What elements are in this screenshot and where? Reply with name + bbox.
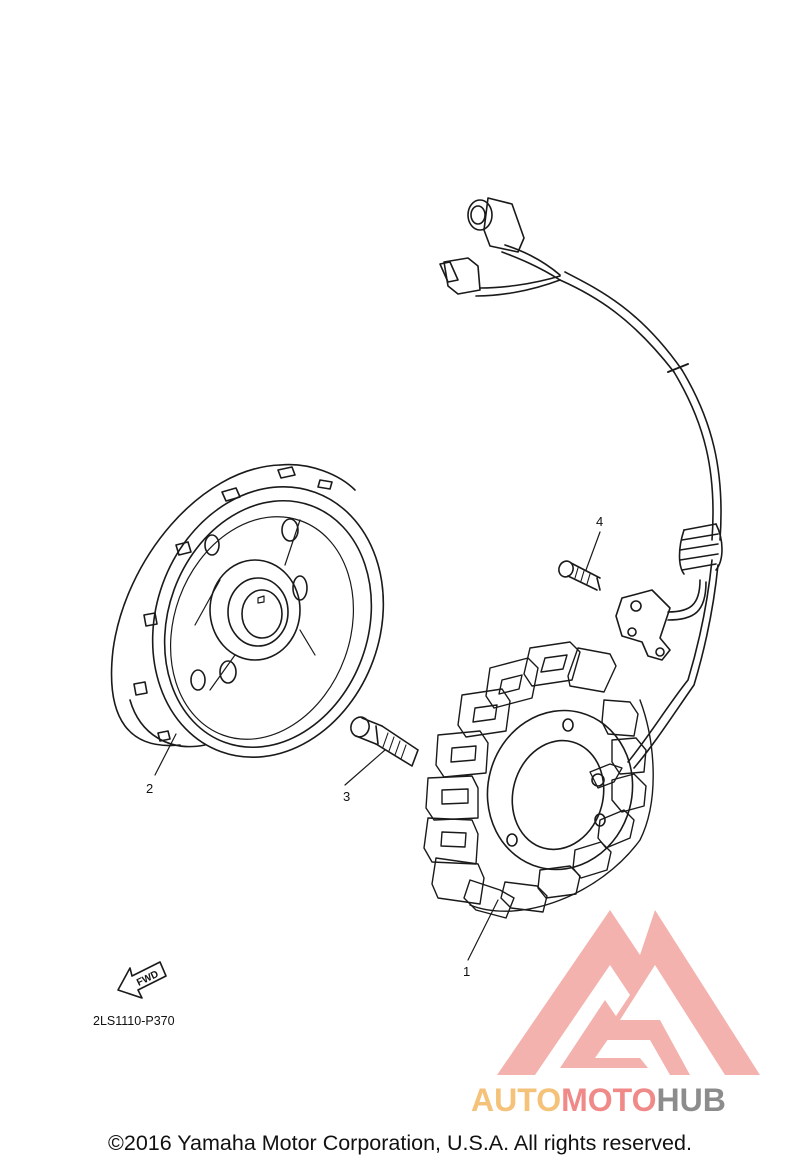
- fwd-arrow-icon: FWD: [117, 961, 167, 999]
- leader-4: [585, 531, 601, 571]
- leader-1: [467, 899, 499, 961]
- leader-lines: [154, 531, 601, 961]
- wordmark-moto: MOTO: [561, 1082, 657, 1118]
- bolt-3: [350, 716, 419, 767]
- leader-2: [154, 733, 177, 776]
- automotohub-logo: [497, 910, 760, 1075]
- pickup-coil: [615, 589, 671, 661]
- leader-3: [344, 749, 386, 786]
- callout-2: 2: [146, 781, 154, 796]
- stator-assembly: [423, 197, 723, 919]
- screw-4: [558, 560, 601, 591]
- rotor-flywheel: [110, 463, 385, 759]
- drawing-code: 2LS1110-P370: [93, 1014, 175, 1028]
- callout-4: 4: [596, 514, 604, 529]
- callout-3: 3: [343, 789, 351, 804]
- automotohub-wordmark: AUTOMOTOHUB: [471, 1084, 726, 1116]
- wordmark-auto: AUTO: [471, 1082, 562, 1118]
- callout-1: 1: [463, 964, 471, 979]
- copyright-notice: ©2016 Yamaha Motor Corporation, U.S.A. A…: [108, 1131, 692, 1155]
- wordmark-hub: HUB: [656, 1082, 726, 1118]
